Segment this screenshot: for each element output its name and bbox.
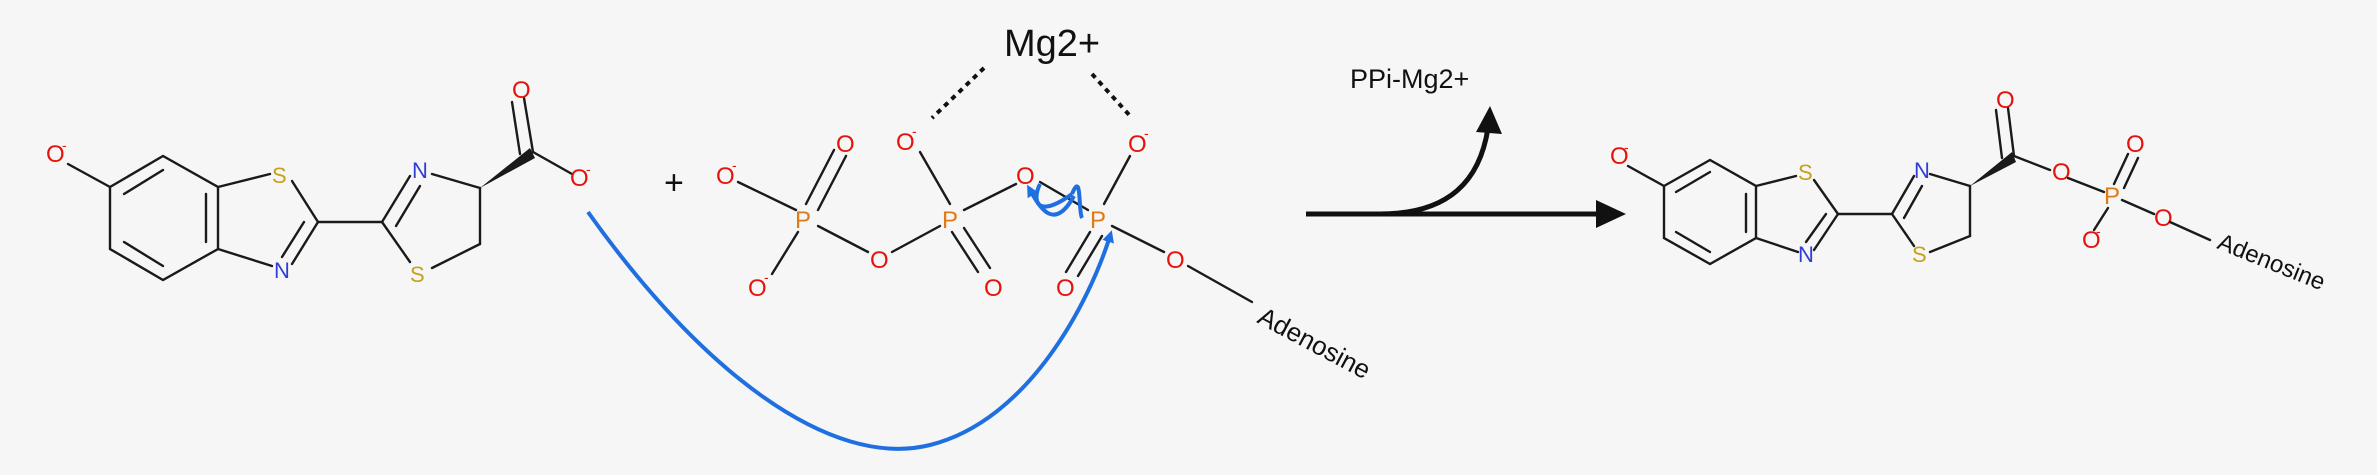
- gamma-oxygen-bottom-charge: -: [764, 269, 769, 285]
- product-phosphoryl-oxygen: O: [2126, 131, 2145, 158]
- alpha-phosphorus: P: [1090, 207, 1106, 234]
- luciferin-molecule: O - S N N S O O -: [46, 77, 591, 287]
- product-thiazoline-sulfur: S: [1912, 242, 1927, 267]
- product-thiazoline-nitrogen: N: [1914, 158, 1930, 183]
- bridge-oxygen-2: O: [1016, 163, 1035, 190]
- alpha-oxygen-double: O: [1056, 275, 1075, 302]
- product-phosphate-charge: -: [2096, 223, 2101, 239]
- product-carbonyl-oxygen: O: [1996, 87, 2015, 114]
- bridge-oxygen-1: O: [870, 247, 889, 274]
- alpha-oxygen-top-charge: -: [1144, 125, 1149, 141]
- atp-molecule: O - P O O - O P O - O O P O - O O Adenos…: [716, 123, 1376, 385]
- carboxylate-carbonyl-oxygen: O: [512, 77, 531, 104]
- gamma-oxygen-top-charge: -: [732, 157, 737, 173]
- coordination-bond-right: [1090, 72, 1134, 120]
- product-benzothiazole-nitrogen: N: [1798, 242, 1814, 267]
- gamma-phosphorus: P: [795, 207, 811, 234]
- ester-oxygen: O: [1166, 247, 1185, 274]
- bond-cleavage-arrowhead: [1027, 184, 1076, 217]
- product-benzothiazole-sulfur: S: [1798, 160, 1813, 185]
- benzothiazole-sulfur: S: [272, 163, 287, 188]
- alpha-oxygen-top: O: [1128, 131, 1147, 158]
- phenoxide-charge: -: [62, 137, 67, 153]
- magnesium-ion: Mg2+: [1004, 23, 1100, 65]
- product-anhydride-oxygen: O: [2052, 159, 2071, 186]
- product-phosphate-oxygen: O: [2082, 227, 2101, 254]
- beta-oxygen-top: O: [896, 129, 915, 156]
- nucleophilic-attack-arrow: [586, 210, 1114, 451]
- product-adenosine-label: Adenosine: [2214, 229, 2329, 297]
- beta-phosphorus: P: [942, 207, 958, 234]
- carboxylate-oxygen: O: [570, 165, 589, 192]
- beta-oxygen-double: O: [984, 275, 1003, 302]
- gamma-oxygen-bottom: O: [748, 275, 767, 302]
- byproduct-arrowhead: [1476, 106, 1502, 134]
- coordination-bond-left: [930, 66, 986, 120]
- gamma-oxygen-top: O: [716, 163, 735, 190]
- luciferyl-adenylate: O - S N N S O O P O O -: [1610, 87, 2329, 296]
- thiazoline-nitrogen: N: [412, 158, 428, 183]
- atp-adenosine-label: Adenosine: [1253, 301, 1376, 385]
- plus-sign: +: [664, 164, 684, 202]
- carboxylate-charge: -: [586, 161, 591, 177]
- product-ester-oxygen: O: [2154, 205, 2173, 232]
- benzothiazole-nitrogen: N: [274, 258, 290, 283]
- byproduct-label: PPi-Mg2+: [1350, 64, 1469, 94]
- product-phosphorus: P: [2104, 183, 2120, 210]
- thiazoline-sulfur: S: [410, 262, 425, 287]
- beta-oxygen-top-charge: -: [912, 123, 917, 139]
- phenoxide-oxygen: O: [46, 141, 65, 168]
- gamma-oxygen-double: O: [836, 131, 855, 158]
- product-phenoxide-charge: -: [1624, 139, 1629, 155]
- byproduct-release-curve: [1379, 127, 1491, 217]
- product-phenoxide-oxygen: O: [1610, 143, 1629, 170]
